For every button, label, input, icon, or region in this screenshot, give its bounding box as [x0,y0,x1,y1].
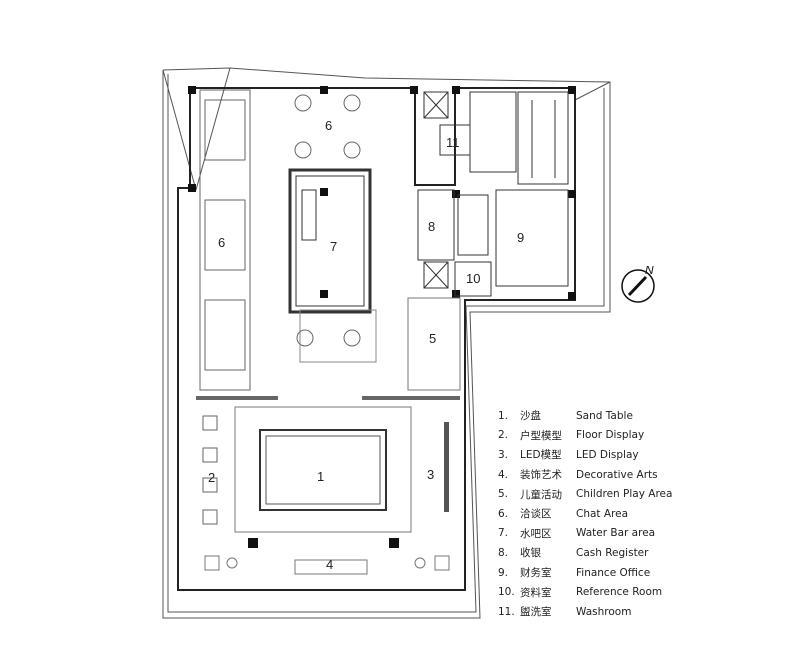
chat-tables-left [199,89,251,391]
sand-table [234,406,412,533]
room-number-2: 2 [208,470,215,485]
room-number-4: 4 [326,557,333,572]
columns [188,86,576,548]
children-play-area [407,297,461,391]
service-core [423,91,569,289]
room-number-1: 1 [317,469,324,484]
room-number-6-left: 6 [218,235,225,250]
room-number-3: 3 [427,467,434,482]
room-number-6-top: 6 [325,118,332,133]
room-number-10: 10 [466,271,480,286]
room-number-5: 5 [429,331,436,346]
room-number-7: 7 [330,239,337,254]
compass-label: N [645,266,654,277]
room-number-8: 8 [428,219,435,234]
water-bar-area [288,168,377,363]
led-display-wall [444,422,449,512]
room-number-11: 11 [446,135,460,150]
north-arrow-icon: N [618,263,658,306]
decorative-arts [204,555,450,575]
room-number-9: 9 [517,230,524,245]
office-block [417,189,569,297]
chat-tables-top [294,94,361,347]
floor-display-boxes [202,415,218,525]
